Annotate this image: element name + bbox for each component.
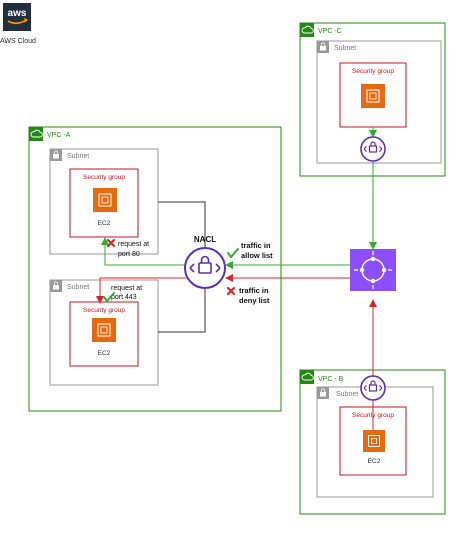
ec2-instance-icon	[363, 430, 385, 452]
check-icon	[103, 292, 115, 302]
allow-to-subnet-1-arrow	[101, 237, 186, 266]
traffic-deny-line1: traffic in	[239, 286, 269, 295]
vpc-c-subnet-label: Subnet	[334, 45, 356, 52]
aws-logo-icon: aws	[3, 3, 31, 31]
cross-icon	[106, 238, 116, 248]
ec2-instance-icon	[92, 318, 116, 342]
check-icon	[227, 248, 239, 258]
vpc-c-label: VPC -C	[318, 28, 342, 35]
request-port443-line1: request at	[111, 285, 142, 292]
vpc-c-sg-label: Security group	[352, 68, 394, 75]
request-port80-line2: port 80	[118, 251, 140, 258]
vpc-b-ec2-label: EC2	[368, 458, 381, 465]
traffic-allow-line2: allow list	[241, 251, 273, 260]
security-group-box	[69, 301, 139, 367]
vpc-cloud-icon	[300, 370, 314, 384]
traffic-allow-line1: traffic in	[241, 241, 271, 250]
vpc-a: VPC -A	[28, 126, 282, 412]
vpc-cloud-icon	[29, 127, 43, 141]
vpc-a-subnet-2-ec2-label: EC2	[98, 350, 111, 357]
nacl-icon	[184, 247, 226, 289]
ec2-instance-icon	[93, 188, 117, 212]
aws-cloud-label: AWS Cloud	[0, 38, 36, 45]
nacl-icon	[360, 375, 386, 401]
request-port443-line2: port 443	[111, 294, 137, 301]
nacl-icon	[360, 136, 386, 162]
vpc-a-subnet-1-label: Subnet	[67, 153, 89, 160]
transit-gateway-icon	[350, 249, 396, 291]
vpc-a-subnet-2-sg-label: Security group	[83, 307, 125, 314]
cross-icon	[226, 286, 236, 296]
deny-to-subnet-2-arrow	[96, 277, 186, 304]
traffic-deny-line2: deny list	[239, 296, 270, 305]
vpc-a-subnet-1-ec2-label: EC2	[98, 220, 111, 227]
vpc-a-subnet-2: Subnet Security group EC2	[49, 279, 159, 386]
ec2-instance-icon	[361, 84, 385, 108]
vpc-b-subnet-label: Subnet	[336, 391, 358, 398]
nacl-label: NACL	[194, 235, 216, 244]
vpc-a-subnet-2-label: Subnet	[67, 284, 89, 291]
vpc-a-label: VPC -A	[47, 132, 71, 139]
request-port80-line1: request at	[118, 241, 149, 248]
vpc-a-subnet-1-sg-label: Security group	[83, 174, 125, 181]
vpc-a-subnet-1: Subnet Security group EC2	[49, 148, 159, 255]
vpc-b-label: VPC - B	[318, 376, 344, 383]
aws-logo-text: aws	[8, 8, 27, 19]
subnet-to-nacl-connectors	[158, 201, 206, 333]
vpc-cloud-icon	[300, 23, 314, 37]
